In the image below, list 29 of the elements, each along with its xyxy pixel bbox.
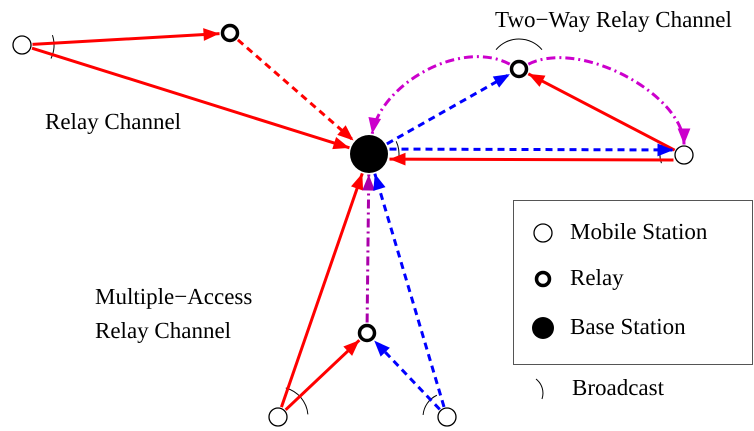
mobile-station-circle bbox=[268, 407, 288, 427]
section-title: Multiple−Access Relay Channel bbox=[95, 283, 254, 345]
arrow bbox=[373, 340, 441, 410]
base-station-disc bbox=[349, 134, 389, 174]
arrow bbox=[528, 72, 676, 152]
arrow bbox=[362, 174, 375, 323]
arrow bbox=[390, 144, 674, 156]
mobile-station-circle bbox=[437, 407, 457, 427]
arrow bbox=[236, 38, 355, 142]
mobile-station-circle bbox=[12, 35, 32, 55]
mobile-station-circle bbox=[674, 145, 694, 165]
arrow bbox=[386, 72, 511, 146]
section-title: Two−Way Relay Channel bbox=[495, 6, 732, 34]
arrow bbox=[32, 46, 350, 150]
arrow bbox=[370, 55, 510, 134]
arrow bbox=[390, 152, 674, 166]
relay-ring bbox=[220, 23, 240, 43]
arrow bbox=[528, 56, 688, 145]
legend-label: Mobile Station bbox=[570, 218, 708, 246]
arrow bbox=[284, 339, 360, 411]
section-title: Relay Channel bbox=[45, 108, 182, 136]
legend-label: Broadcast bbox=[572, 374, 664, 402]
legend-label: Relay bbox=[570, 264, 624, 292]
arrow bbox=[373, 173, 446, 408]
arrow bbox=[280, 172, 364, 408]
relay-ring bbox=[509, 59, 529, 79]
arrow bbox=[32, 28, 220, 46]
relay-ring bbox=[357, 323, 377, 343]
legend-label: Base Station bbox=[570, 313, 686, 341]
